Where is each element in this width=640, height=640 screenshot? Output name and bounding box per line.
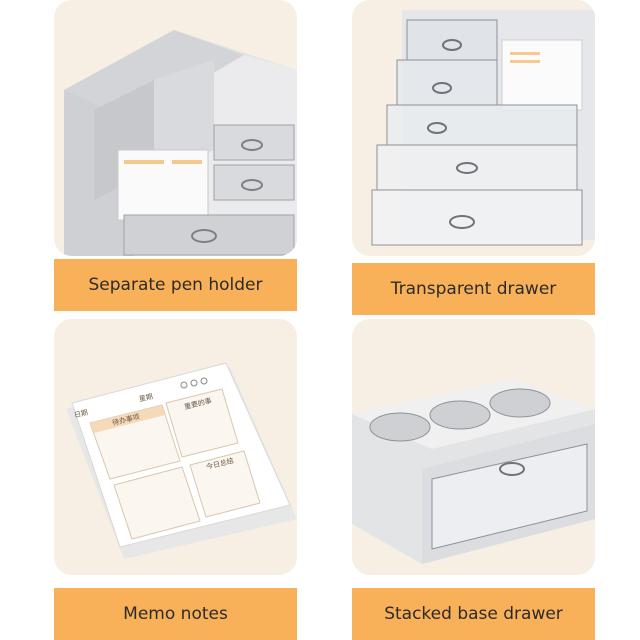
caption-pen-holder: Separate pen holder [88, 275, 263, 295]
caption-pen-holder-bar: Separate pen holder [54, 259, 297, 311]
caption-stacked-base-drawer: Stacked base drawer [384, 604, 563, 624]
product-panel-transparent-drawer [352, 0, 595, 256]
transparent-drawer-photo [352, 0, 595, 256]
memo-notes-photo [54, 319, 297, 575]
caption-memo-notes-bar: Memo notes [54, 588, 297, 640]
caption-stacked-base-drawer-bar: Stacked base drawer [352, 588, 595, 640]
product-panel-memo-notes: 日期 星期 待办事项 重要的事 今日总结 [54, 319, 297, 575]
product-panel-stacked-base-drawer [352, 319, 595, 575]
pen-holder-photo [54, 0, 297, 256]
caption-memo-notes: Memo notes [123, 604, 228, 624]
caption-transparent-drawer: Transparent drawer [390, 279, 557, 299]
product-panel-pen-holder [54, 0, 297, 256]
stacked-base-drawer-photo [352, 319, 595, 575]
caption-transparent-drawer-bar: Transparent drawer [352, 263, 595, 315]
